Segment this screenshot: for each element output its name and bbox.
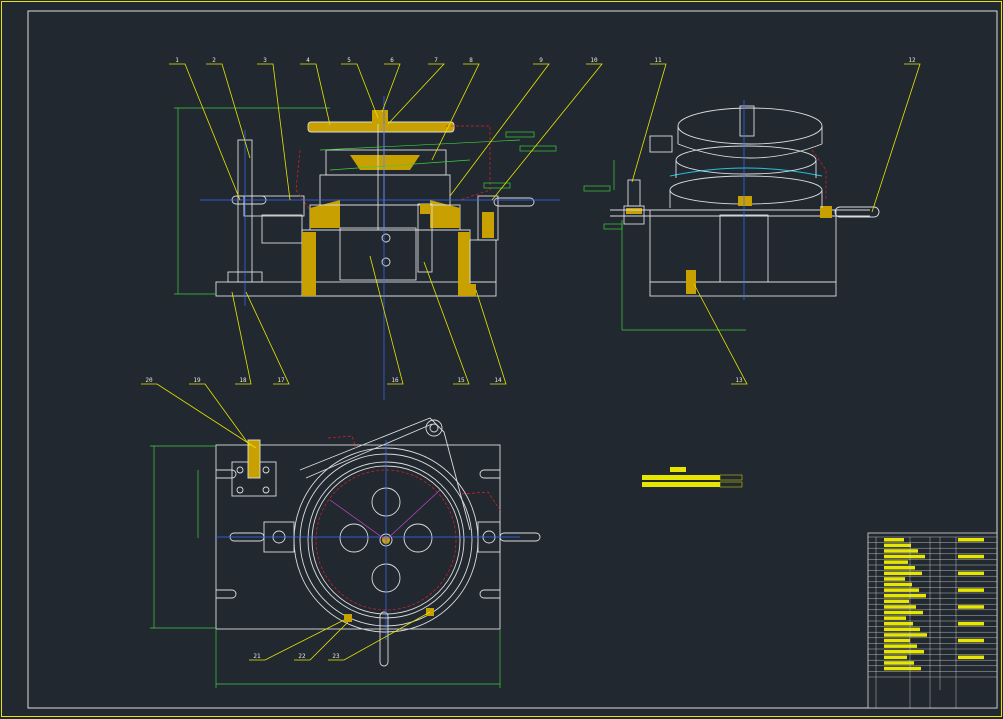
bom-row-fill [884,610,923,615]
leader-line-3 [257,63,291,201]
leader-line-15 [423,261,470,385]
bom-row-fill [958,655,984,660]
part-label-20: 20 [145,377,153,384]
leader-line-7 [387,63,445,125]
bom-row-fill [884,605,916,609]
bom-row-fill [884,666,921,671]
bom-row-fill [884,560,908,564]
bom-row-fill [884,655,907,660]
bom-row-fill [958,538,984,542]
bom-row-fill [884,582,912,587]
part-label-23: 23 [332,653,340,660]
bom-row-fill [884,538,904,542]
part-label-22: 22 [298,653,306,660]
part-label-1: 1 [175,57,179,64]
leader-line-19 [189,383,251,447]
bom-row-fill [958,588,984,592]
part-label-14: 14 [494,377,502,384]
leader-line-12 [871,63,921,213]
bom-row-fill [884,554,925,559]
leader-line-10 [491,63,603,201]
leader-line-8 [431,63,480,161]
leader-line-11 [631,63,667,183]
bom-row-fill [884,577,905,581]
bom-row-fill [958,638,984,643]
leader-line-9 [449,63,550,197]
bom-row-fill [884,644,917,648]
part-label-16: 16 [391,377,399,384]
leader-line-4 [300,63,331,126]
leader-line-16 [369,255,404,385]
part-label-17: 17 [277,377,285,384]
part-label-13: 13 [735,377,743,384]
leader-line-21 [249,619,345,661]
technical-notes [642,467,743,488]
bom-row-fill [884,627,920,632]
bom-row-fill [884,638,910,643]
bom-row-fill [884,549,918,553]
bom-row-fill [884,594,926,598]
leader-line-6 [381,63,401,113]
part-label-19: 19 [193,377,201,384]
front-section-view [174,96,560,400]
bom-row-fill [884,543,911,548]
bom-row-fill [884,661,914,665]
leader-line-1 [169,63,241,201]
bom-row-fill [958,554,984,559]
bom-row-fill [958,571,984,576]
leader-line-17 [245,291,290,385]
part-label-8: 8 [469,57,473,64]
inner-frame [27,10,998,709]
bom-row-fill [884,650,924,654]
part-label-7: 7 [434,57,438,64]
bom-row-fill [958,622,984,626]
bom-row-fill [884,588,919,592]
part-label-5: 5 [347,57,351,64]
leader-line-13 [693,283,748,385]
leader-line-18 [231,291,252,385]
leader-line-22 [294,621,349,661]
leader-line-14 [475,289,507,385]
bom-row-fill [884,633,927,637]
leader-line-23 [328,611,431,661]
part-label-2: 2 [212,57,216,64]
bom-row-fill [884,571,922,576]
leader-line-20 [141,383,257,449]
bom-row-fill [884,599,909,604]
bom-row-fill [884,622,913,626]
leader-line-5 [341,63,379,119]
part-label-15: 15 [457,377,465,384]
side-view [583,100,880,331]
part-label-4: 4 [306,57,310,64]
part-label-12: 12 [908,57,916,64]
bom-row-fill [884,616,906,620]
part-label-18: 18 [239,377,247,384]
leader-line-2 [206,63,251,159]
part-label-6: 6 [390,57,394,64]
plan-view [150,417,541,688]
part-label-3: 3 [263,57,267,64]
part-label-11: 11 [654,57,662,64]
part-label-9: 9 [539,57,543,64]
part-label-10: 10 [590,57,598,64]
bom-row-fill [884,566,915,570]
bill-of-materials-table [867,532,998,709]
part-label-21: 21 [253,653,261,660]
bom-row-fill [958,605,984,609]
